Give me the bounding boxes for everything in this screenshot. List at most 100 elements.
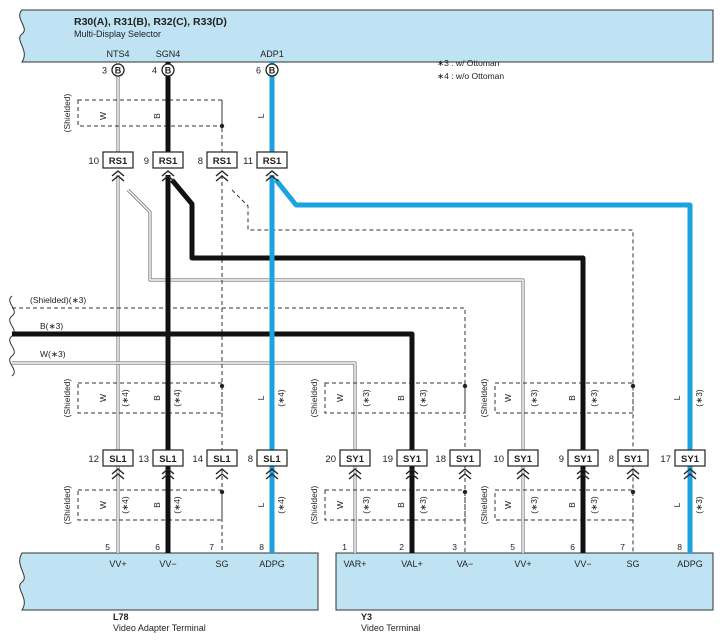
- wire-color-label: L: [256, 502, 266, 507]
- connector-sy1-label: SY1: [624, 454, 643, 465]
- wire-color-label: W: [98, 112, 108, 120]
- shield-layer: [12, 99, 636, 553]
- connector-sl1-chevron: [161, 473, 175, 480]
- connector-sl1-number: 14: [192, 454, 203, 465]
- y3-pin-number: 7: [620, 542, 625, 552]
- multi-display-selector-box: [19, 9, 714, 63]
- l78-pin-number: 5: [105, 542, 110, 552]
- connector-sl1-number: 13: [138, 454, 149, 465]
- l78-pin-number: 8: [259, 542, 264, 552]
- drain-dot-5: [630, 383, 636, 389]
- connector-rs1-box: [256, 151, 288, 169]
- drain-dot-6: [630, 489, 636, 495]
- shield-box-1: [77, 382, 223, 414]
- connector-rs1-chevron: [265, 170, 279, 177]
- video-terminal-box: [335, 552, 714, 611]
- connector-sy1-chevron: [626, 473, 640, 480]
- connector-rs1-number: 9: [144, 156, 149, 167]
- pin-number: 4: [152, 66, 157, 76]
- shield-box-4: [324, 489, 466, 521]
- connector-sy1-chevron: [626, 468, 640, 475]
- wire-color-label: W: [335, 394, 345, 402]
- branch-shielded-label: (Shielded)(∗3): [30, 295, 86, 305]
- connector-sl1-number: 8: [248, 454, 253, 465]
- y3-pin-number: 2: [399, 542, 404, 552]
- connector-sy1-label: SY1: [346, 454, 365, 465]
- connector-sy1-chevron: [576, 468, 590, 475]
- selector-pin-name: ADP1: [260, 49, 284, 59]
- y3-pin-number: 3: [452, 542, 457, 552]
- connector-sl1-chevron: [265, 468, 279, 475]
- pin-circle: [161, 63, 175, 77]
- connector-rs1-chevron: [111, 175, 125, 182]
- connector-rs1-number: 8: [198, 156, 203, 167]
- connector-sy1-chevron: [683, 473, 697, 480]
- connector-sy1-number: 20: [325, 454, 336, 465]
- legend-item-wo-ottoman: ∗4 : w/o Ottoman: [437, 71, 504, 81]
- connector-sl1-label: SL1: [109, 454, 127, 465]
- connector-sl1-chevron: [161, 468, 175, 475]
- connector-sl1-chevron: [215, 473, 229, 480]
- shield-drain-y3: [231, 189, 634, 553]
- connector-sy1-chevron: [576, 473, 590, 480]
- connector-sy1-number: 10: [493, 454, 504, 465]
- video-adapter-terminal-box: [19, 552, 319, 611]
- connector-sy1-chevron: [348, 468, 362, 475]
- connector-sl1-box: [102, 449, 134, 467]
- connector-rs1-box: [102, 151, 134, 169]
- option-note: (∗4): [120, 389, 130, 407]
- blue-wire-layer: [269, 62, 693, 553]
- y3-pin-name: VV−: [574, 559, 591, 569]
- connector-sy1-chevron: [405, 473, 419, 480]
- connector-sy1-chevron: [516, 468, 530, 475]
- y3-pin-name: VV+: [514, 559, 531, 569]
- y3-pin-name: VAL+: [401, 559, 423, 569]
- drain-dot-4: [462, 489, 468, 495]
- connector-sy1-number: 9: [559, 454, 564, 465]
- option-note: (∗3): [529, 496, 539, 514]
- pin-letter: B: [269, 66, 276, 76]
- option-note: (∗3): [361, 389, 371, 407]
- option-note: (∗4): [172, 496, 182, 514]
- shielded-label: (Shielded): [309, 485, 319, 524]
- shield-box-2: [77, 489, 223, 521]
- connector-rs1-label: RS1: [109, 156, 128, 167]
- connector-sy1-number: 17: [660, 454, 671, 465]
- connector-rs1-label: RS1: [263, 156, 282, 167]
- connector-sy1-box: [449, 449, 481, 467]
- option-note: (∗3): [589, 389, 599, 407]
- connector-sy1-number: 19: [382, 454, 393, 465]
- option-note: (∗3): [589, 496, 599, 514]
- option-note: (∗3): [418, 389, 428, 407]
- connector-rs1-box: [206, 151, 238, 169]
- wire-color-label: W: [503, 394, 513, 402]
- shield-box-3: [324, 382, 466, 414]
- selector-pin-name: SGN4: [156, 49, 181, 59]
- connector-sl1-chevron: [215, 468, 229, 475]
- shielded-label: (Shielded): [479, 485, 489, 524]
- connector-sl1-label: SL1: [213, 454, 231, 465]
- connector-sl1-number: 12: [88, 454, 99, 465]
- y3-pin-name: VA−: [457, 559, 474, 569]
- connector-rs1-label: RS1: [159, 156, 178, 167]
- wire-color-label: L: [256, 395, 266, 400]
- connector-sl1-box: [206, 449, 238, 467]
- option-note: (∗3): [694, 389, 704, 407]
- y3-pin-number: 1: [342, 542, 347, 552]
- option-note: (∗4): [276, 496, 286, 514]
- connector-sl1-label: SL1: [263, 454, 281, 465]
- shield-drain-branch: [12, 307, 466, 553]
- y3-pin-number: 8: [677, 542, 682, 552]
- connector-rs1-box: [152, 151, 184, 169]
- option-note: (∗3): [361, 496, 371, 514]
- connector-rs1-chevron: [215, 175, 229, 182]
- shielded-label: (Shielded): [62, 485, 72, 524]
- wire-color-label: L: [672, 502, 682, 507]
- option-note: (∗4): [172, 389, 182, 407]
- y3-code: Y3: [361, 612, 372, 622]
- connector-sl1-chevron: [111, 468, 125, 475]
- connector-rs1-number: 10: [88, 156, 99, 167]
- connector-sy1-box: [617, 449, 649, 467]
- connector-rs1-label: RS1: [213, 156, 232, 167]
- connector-sy1-box: [567, 449, 599, 467]
